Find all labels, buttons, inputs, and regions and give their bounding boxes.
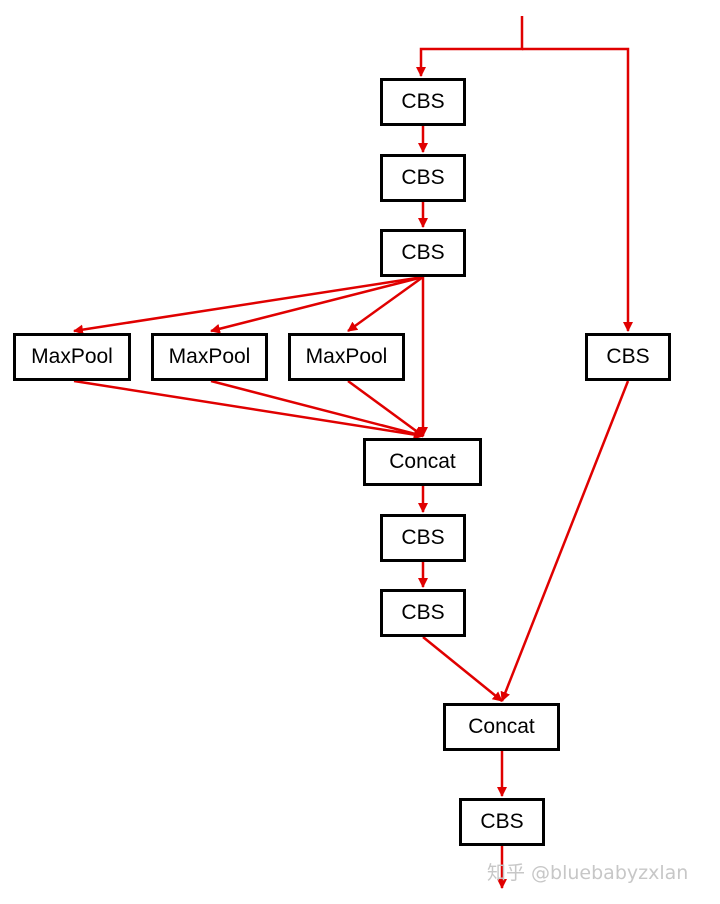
edge-mp2-to-concat1 [210, 379, 424, 439]
edge-input-to-cbs1 [416, 16, 524, 77]
edge-mp1-to-concat1 [73, 379, 424, 440]
node-cbs-1: CBS [380, 78, 466, 126]
node-cbs-right-branch: CBS [585, 333, 671, 381]
edge-cbsr-to-concat2 [500, 380, 630, 702]
node-maxpool-3: MaxPool [288, 333, 405, 381]
edge-input-to-cbsr [522, 47, 633, 332]
node-concat-1: Concat [363, 438, 482, 486]
edge-cbs3-to-mp3 [347, 275, 424, 333]
edge-mp3-to-concat1 [347, 379, 424, 438]
node-cbs-6: CBS [459, 798, 545, 846]
node-cbs-4: CBS [380, 514, 466, 562]
node-cbs-5: CBS [380, 589, 466, 637]
edge-cbs3-to-mp2 [210, 275, 424, 334]
node-cbs-3: CBS [380, 229, 466, 277]
node-concat-2: Concat [443, 703, 560, 751]
node-maxpool-1: MaxPool [13, 333, 131, 381]
node-cbs-2: CBS [380, 154, 466, 202]
edge-cbs3-to-mp1 [73, 275, 424, 335]
watermark: 知乎 @bluebabyzxlan [487, 862, 689, 884]
node-maxpool-2: MaxPool [151, 333, 268, 381]
edge-cbs5-to-concat2 [422, 636, 503, 702]
